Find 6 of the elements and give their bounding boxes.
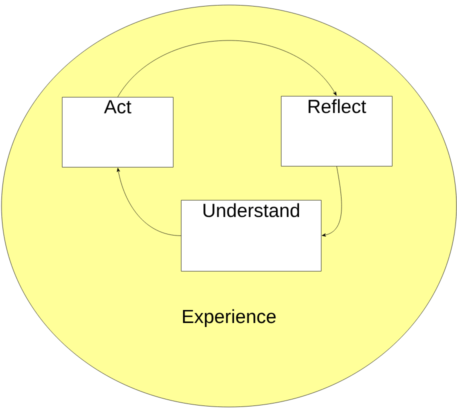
arrow xyxy=(116,168,182,236)
arrow xyxy=(118,40,337,98)
arrow xyxy=(322,166,342,237)
process-box: Reflect xyxy=(281,96,392,166)
process-box: Understand xyxy=(181,200,322,272)
process-box: Act xyxy=(62,97,174,168)
